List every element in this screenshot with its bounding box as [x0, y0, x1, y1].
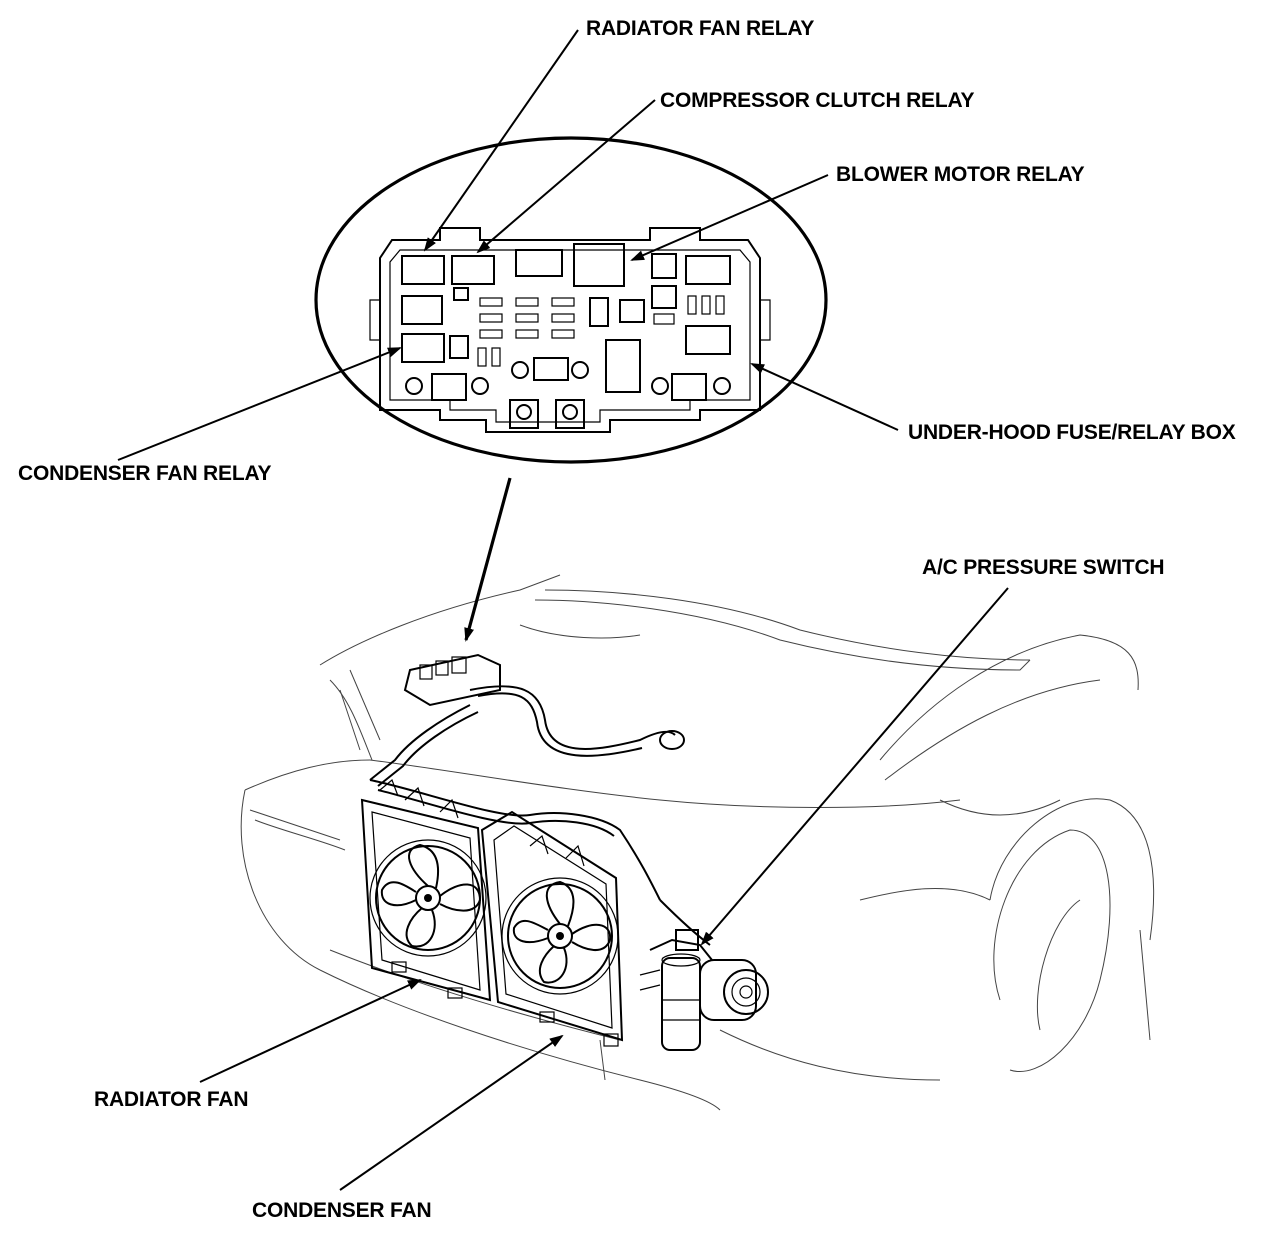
- radiator-fan-label: RADIATOR FAN: [94, 1088, 249, 1111]
- condenser-fan-relay-label: CONDENSER FAN RELAY: [18, 462, 272, 485]
- under-hood-box-label: UNDER-HOOD FUSE/RELAY BOX: [908, 421, 1236, 444]
- condenser-fan-assembly: [480, 810, 624, 1047]
- ac-pressure-switch-label: A/C PRESSURE SWITCH: [922, 556, 1165, 579]
- compressor-clutch-relay: [451, 255, 495, 285]
- radiator-fan-assembly: [360, 778, 492, 1002]
- car-body: [240, 574, 1155, 1111]
- condenser-fan-label: CONDENSER FAN: [252, 1199, 432, 1222]
- blower-motor-relay-label: BLOWER MOTOR RELAY: [836, 163, 1085, 186]
- ac-compressor: [639, 929, 769, 1051]
- radiator-fan-relay: [401, 255, 445, 285]
- wiring-harness: [369, 653, 711, 946]
- fuse-box-detail: [314, 136, 828, 464]
- compressor-clutch-relay-label: COMPRESSOR CLUTCH RELAY: [660, 89, 975, 112]
- blower-motor-relay: [573, 243, 625, 287]
- radiator-fan-relay-label: RADIATOR FAN RELAY: [586, 17, 815, 40]
- leader-arrows: [117, 29, 1009, 1191]
